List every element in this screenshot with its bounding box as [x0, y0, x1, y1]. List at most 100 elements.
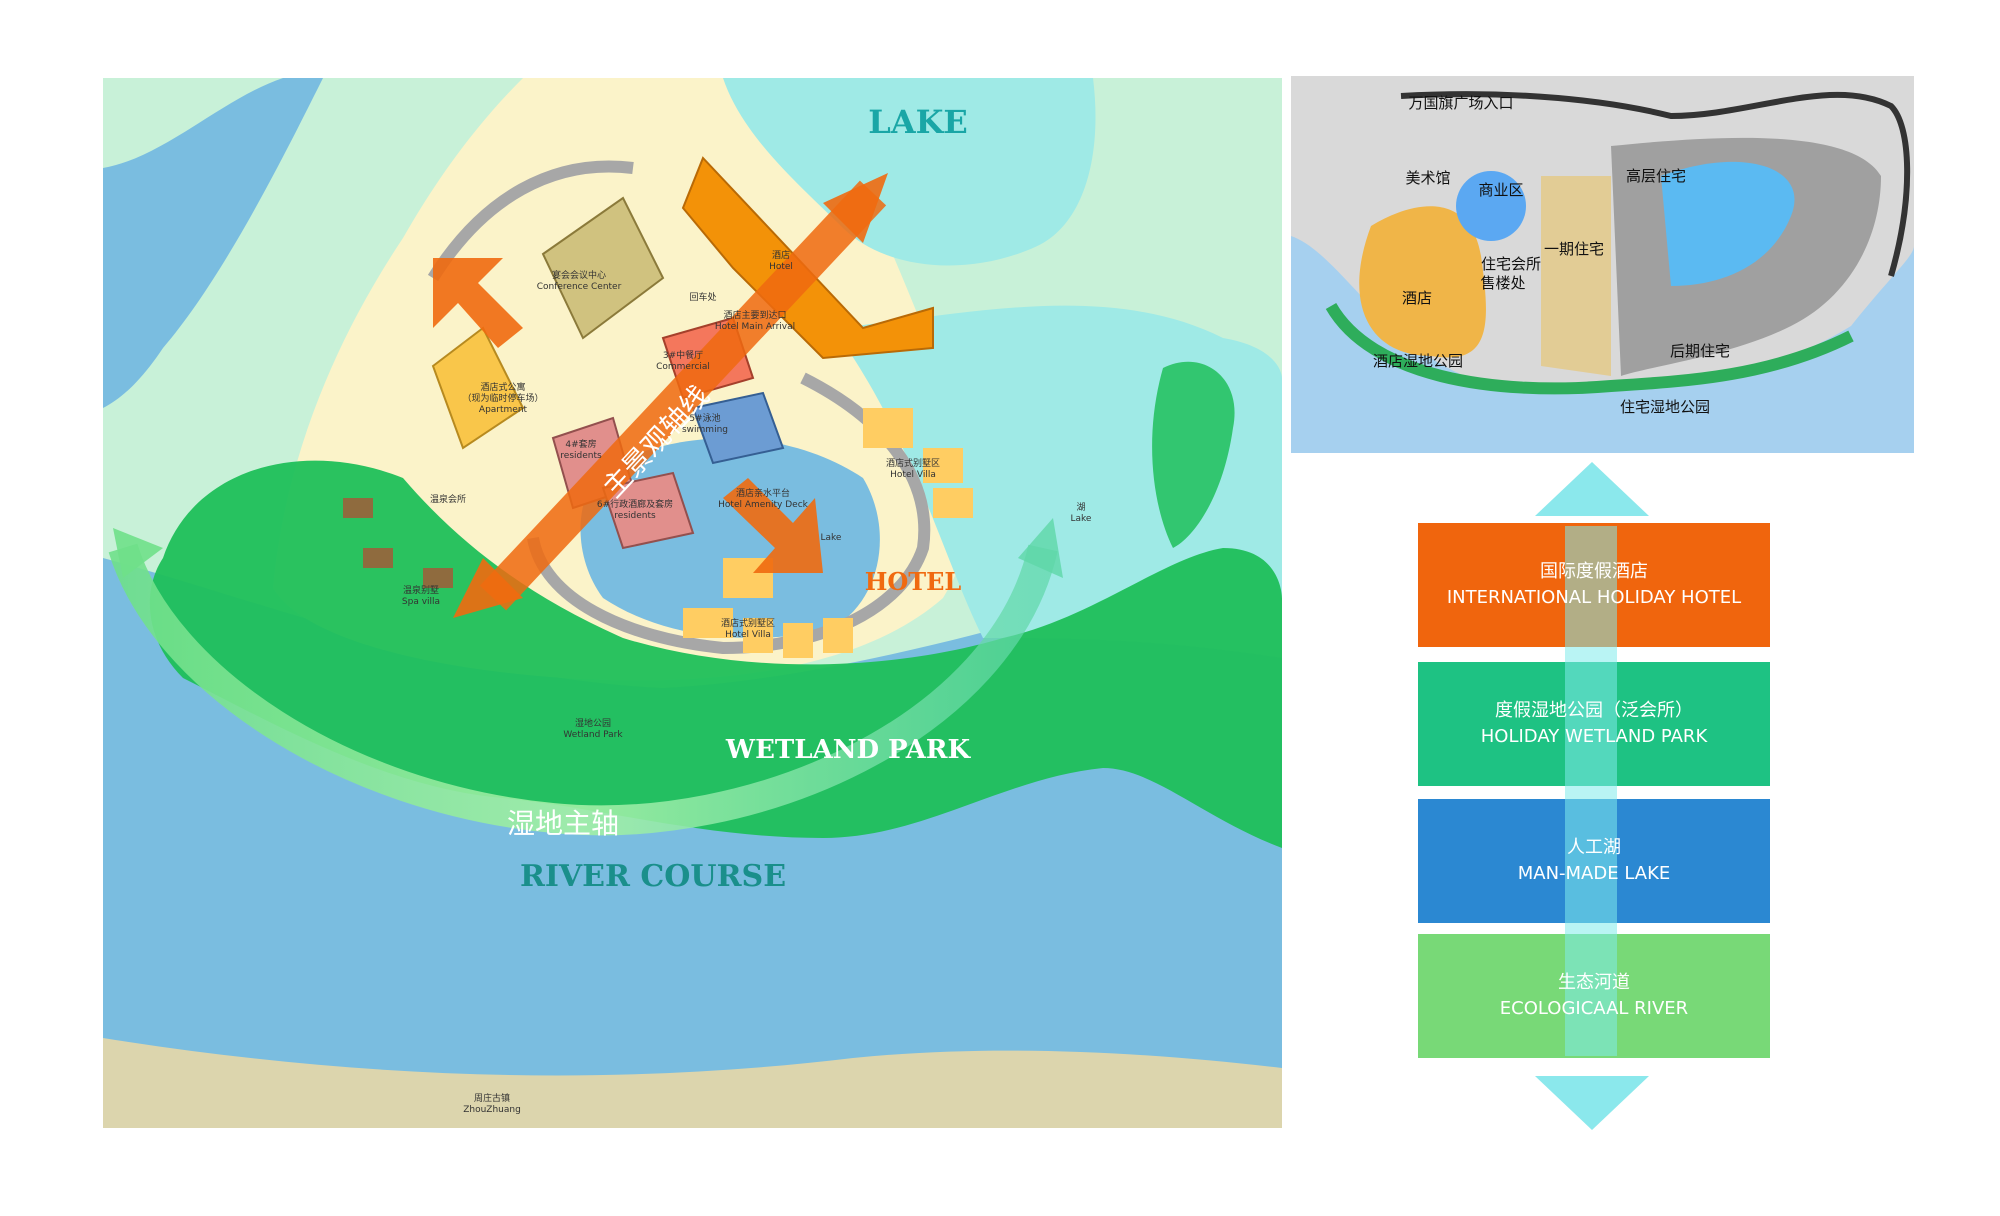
commercial-cn: 3#中餐厅 [663, 349, 703, 361]
deck-en: Hotel Amenity Deck [718, 500, 808, 510]
loc-hotel: 酒店 [1402, 289, 1432, 307]
villa-8 [823, 618, 853, 653]
wetland-axis-head-right [1018, 518, 1063, 578]
residents6-en: residents [614, 511, 656, 521]
wetland-axis-arc [108, 543, 1058, 836]
axis-arrow-nw [433, 258, 523, 348]
spa-villa-1 [343, 498, 373, 518]
legend-column [1565, 526, 1617, 1056]
villa2-en: Hotel Villa [725, 630, 771, 640]
legend-hotel: 国际度假酒店 INTERNATIONAL HOLIDAY HOTEL [1418, 523, 1770, 647]
wetland-park-en: Wetland Park [563, 730, 623, 740]
swimming-en: swimming [682, 425, 728, 435]
legend-arrow-down [1535, 1076, 1649, 1130]
spa-en: Spa villa [402, 597, 440, 607]
clubhouse-cn: 温泉会所 [430, 493, 466, 505]
residents-6-building [601, 471, 695, 550]
conference-center-building [541, 196, 665, 340]
swimming-building [691, 391, 785, 465]
wetland-band [149, 460, 1282, 848]
wetland-islands [1152, 361, 1235, 548]
location-blue-lake [1661, 161, 1795, 286]
loc-museum: 美术馆 [1405, 169, 1450, 187]
deck-cn: 酒店亲水平台 [736, 487, 790, 499]
loc-commercial: 商业区 [1478, 181, 1523, 199]
apartment-building [431, 326, 525, 450]
hotel-lake-label: Lake [821, 533, 842, 543]
legend-arrow-up [1535, 462, 1649, 516]
legend-hotel-en: INTERNATIONAL HOLIDAY HOTEL [1446, 587, 1742, 608]
location-hotel-zone [1359, 206, 1486, 358]
loc-clubhouse: 住宅会所 [1481, 255, 1541, 273]
location-map-svg: 万国旗广场入口 美术馆 商业区 高层住宅 一期住宅 住宅会所 售楼处 酒店 后期… [1291, 76, 1914, 453]
loc-highrise: 高层住宅 [1626, 167, 1686, 185]
swimming-cn: 5#泳池 [689, 412, 720, 424]
river-edge-left [103, 78, 323, 408]
loc-plaza: 万国旗广场入口 [1408, 94, 1513, 112]
legend-wetland-en: HOLIDAY WETLAND PARK [1480, 726, 1708, 747]
lake [723, 78, 1096, 266]
hotel-en: Hotel [769, 262, 793, 272]
apartment-en: Apartment [479, 405, 528, 415]
arrival-cn: 酒店主要到达口 [723, 309, 786, 321]
location-commercial-circle [1456, 171, 1526, 241]
villa-7 [783, 623, 813, 658]
master-plan-map: LAKE HOTEL WETLAND PARK RIVER COURSE 湿地主… [103, 78, 1282, 1128]
zhouzhuang-en: ZhouZhuang [463, 1105, 521, 1115]
commercial-en: Commercial [656, 362, 710, 372]
apartment-sub: （现为临时停车场） [462, 392, 543, 404]
villa1-en: Hotel Villa [890, 470, 936, 480]
spa-villa-3 [423, 568, 453, 588]
river-course-label: RIVER COURSE [520, 859, 786, 894]
location-map: 万国旗广场入口 美术馆 商业区 高层住宅 一期住宅 住宅会所 售楼处 酒店 后期… [1291, 76, 1914, 453]
wetland-axis-label: 湿地主轴 [507, 807, 619, 840]
conference-en: Conference Center [537, 282, 622, 292]
lake-label: LAKE [868, 103, 968, 141]
hotel-cn: 酒店 [772, 249, 790, 261]
spa-villa-2 [363, 548, 393, 568]
loc-later: 后期住宅 [1670, 342, 1730, 360]
location-wetland-edge [1325, 302, 1854, 395]
villa-5 [683, 608, 733, 638]
hotel-building [681, 156, 934, 360]
legend-wetland-cn: 度假湿地公园（泛会所） [1495, 700, 1693, 721]
apartment-cn: 酒店式公寓 [480, 381, 525, 393]
villa-3 [933, 488, 973, 518]
location-water [1291, 236, 1914, 453]
arrival-en: Hotel Main Arrival [715, 322, 795, 332]
main-axis-head-sw [453, 558, 523, 618]
loc-hotel-wetland: 酒店湿地公园 [1373, 352, 1463, 370]
small-lake-cn: 湖 [1076, 502, 1085, 513]
small-lake-en: Lake [1071, 514, 1092, 524]
villa1-cn: 酒店式别墅区 [886, 457, 940, 469]
axis-arrow-se [723, 478, 823, 573]
residents6-cn: 6#行政酒廊及套房 [597, 498, 673, 510]
villa-6 [743, 618, 773, 653]
villa-2 [923, 448, 963, 483]
location-phase1-zone [1541, 176, 1611, 376]
main-axis-head-ne [823, 173, 888, 243]
wetland-park-label: WETLAND PARK [725, 735, 972, 765]
master-plan-svg: LAKE HOTEL WETLAND PARK RIVER COURSE 湿地主… [103, 78, 1282, 1128]
loc-phase1: 一期住宅 [1544, 240, 1604, 258]
hotel-label: HOTEL [865, 567, 962, 596]
legend-lake-cn: 人工湖 [1567, 837, 1621, 858]
legend-hotel-cn: 国际度假酒店 [1540, 561, 1648, 582]
spa-cn: 温泉别墅 [403, 584, 439, 596]
legend-river-en: ECOLOGICAAL RIVER [1499, 998, 1689, 1019]
main-axis-arrow [479, 180, 887, 611]
wetland-park-cn: 湿地公园 [575, 717, 611, 729]
dropoff-cn: 回车处 [689, 291, 716, 303]
loc-sales: 售楼处 [1480, 274, 1525, 292]
zhouzhuang-cn: 周庄古镇 [474, 1092, 510, 1104]
conference-cn: 宴会会议中心 [552, 269, 606, 281]
bottom-sand-bank [103, 1038, 1282, 1128]
loc-res-wetland: 住宅湿地公园 [1620, 398, 1710, 416]
legend-lake-en: MAN-MADE LAKE [1517, 863, 1671, 884]
legend-river-cn: 生态河道 [1558, 972, 1630, 993]
villa-1 [863, 408, 913, 448]
residents4-en: residents [560, 451, 602, 461]
residents4-cn: 4#套房 [565, 438, 596, 450]
wetland-axis-head-left [113, 528, 163, 578]
location-road [1400, 91, 1911, 277]
